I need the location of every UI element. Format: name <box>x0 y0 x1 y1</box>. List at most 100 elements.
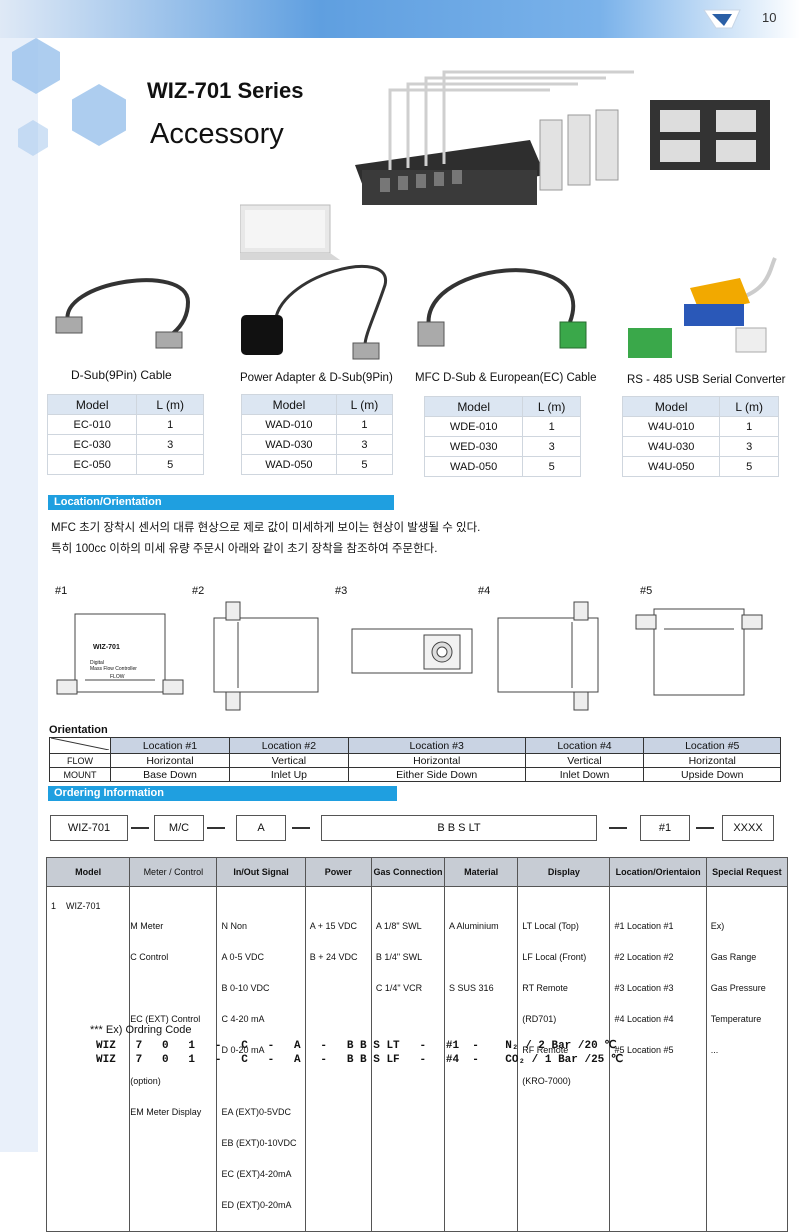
table-cell: 5 <box>522 456 581 477</box>
position-label: #2 <box>192 585 205 597</box>
row-header: MOUNT <box>49 767 111 782</box>
option-line: (KRO-7000) <box>522 1076 571 1086</box>
option-line: EB (EXT)0-10VDC <box>221 1138 297 1148</box>
product-caption: D-Sub(9Pin) Cable <box>71 368 172 382</box>
option-line: EC (EXT)4-20mA <box>221 1169 292 1179</box>
column-header: Display <box>517 857 611 887</box>
table-cell: 1 <box>136 414 204 435</box>
special-request-column: Ex) Gas Range Gas Pressure Temperature .… <box>705 886 789 1232</box>
dsub-cable-image <box>48 262 198 358</box>
device-drawing-3 <box>350 625 475 677</box>
device-drawing-2 <box>208 600 328 712</box>
option-line: D 0-20 mA <box>221 1045 265 1055</box>
option-line: A 0-5 VDC <box>221 952 264 962</box>
column-header: Model <box>46 394 138 415</box>
column-header: L (m) <box>522 396 581 417</box>
table-cell: WDE-010 <box>423 416 524 437</box>
option-line: C 4-20 mA <box>221 1014 265 1024</box>
position-label: #3 <box>335 585 348 597</box>
option-line: #5 Location #5 <box>614 1045 674 1055</box>
example-code-line: WIZ 7 0 1 - C - A - B B S LT - #1 - N₂ /… <box>96 1040 617 1052</box>
option-line <box>130 983 216 994</box>
table-cell: Inlet Up <box>228 767 349 782</box>
code-separator <box>696 827 714 829</box>
position-label: #4 <box>478 585 491 597</box>
column-header: Model <box>423 396 524 417</box>
option-line: #3 Location #3 <box>614 983 674 993</box>
position-label: #1 <box>55 585 68 597</box>
table-cell: Horizontal <box>643 753 781 768</box>
section-bar-ordering: Ordering Information <box>48 786 397 801</box>
system-illustration <box>232 60 780 260</box>
usb-serial-converter-image <box>620 248 780 368</box>
option-line: N Non <box>221 921 247 931</box>
page-number: 10 <box>762 10 777 25</box>
location-column: #1 Location #1 #2 Location #2 #3 Locatio… <box>609 886 707 1232</box>
table-cell: 1 <box>522 416 581 437</box>
table-cell: W4U-030 <box>621 436 721 457</box>
option-line: Gas Pressure <box>710 983 766 993</box>
option-line: LT Local (Top) <box>522 921 579 931</box>
code-separator <box>207 827 225 829</box>
option-line: #4 Location #4 <box>614 1014 674 1024</box>
device-label: FLOW <box>110 674 125 680</box>
column-header: Power <box>304 857 372 887</box>
power-adapter-image <box>235 255 395 365</box>
header-band <box>0 0 800 38</box>
option-line <box>221 1076 304 1087</box>
option-line: A Aluminium <box>449 921 499 931</box>
orientation-table: Location #1 Location #2 Location #3 Loca… <box>49 737 781 782</box>
table-cell: WAD-010 <box>241 414 337 435</box>
table-cell: W4U-050 <box>621 456 721 477</box>
example-label: *** Ex) Ordring Code <box>90 1024 192 1036</box>
option-line: EM Meter Display <box>130 1107 202 1117</box>
column-header: Model <box>45 857 131 887</box>
product-caption: MFC D-Sub & European(EC) Cable <box>415 372 597 384</box>
code-separator <box>131 827 149 829</box>
column-header: L (m) <box>136 394 204 415</box>
option-line: ... <box>710 1045 719 1055</box>
section-bar-location: Location/Orientation <box>48 495 394 510</box>
option-line <box>449 952 517 963</box>
device-drawing-4 <box>494 600 604 712</box>
option-line: A 1/8" SWL <box>375 921 422 931</box>
table-cell: Vertical <box>524 753 645 768</box>
product-caption: Power Adapter & D-Sub(9Pin) <box>240 372 393 384</box>
code-box-meter-control: M/C <box>154 815 204 841</box>
note-line: MFC 초기 장착시 센서의 대류 현상으로 제로 값이 미세하게 보이는 현상… <box>51 522 481 534</box>
table-cell: Base Down <box>110 767 230 782</box>
code-box-location: #1 <box>640 815 690 841</box>
device-label: WIZ-701 <box>93 644 120 651</box>
code-box-special: XXXX <box>722 815 774 841</box>
table-cell: 5 <box>136 454 204 475</box>
column-header: Location #1 <box>110 737 230 754</box>
option-line: Ex) <box>710 921 725 931</box>
option-line: C 1/4" VCR <box>375 983 423 993</box>
table-cell: WAD-050 <box>241 454 337 475</box>
code-box-model: WIZ-701 <box>50 815 128 841</box>
table-cell: 1 <box>335 414 394 435</box>
option-line: B 0-10 VDC <box>221 983 270 993</box>
option-line: B + 24 VDC <box>309 952 358 962</box>
table-cell: 5 <box>335 454 394 475</box>
orientation-label: Orientation <box>49 724 108 736</box>
code-box-signal: A <box>236 815 286 841</box>
table-cell: WAD-050 <box>423 456 524 477</box>
column-header <box>49 737 111 754</box>
table-cell: 3 <box>522 436 581 457</box>
option-line: A + 15 VDC <box>309 921 357 931</box>
column-header: Location/Orientaion <box>609 857 707 887</box>
option-line: LF Local (Front) <box>522 952 587 962</box>
option-line: ED (EXT)0-20mA <box>221 1200 292 1210</box>
column-header: Gas Connection <box>370 857 446 887</box>
table-cell: 5 <box>719 456 779 477</box>
column-header: Location #5 <box>643 737 781 754</box>
option-line: EC (EXT) Control <box>130 1014 201 1024</box>
column-header: Location #2 <box>228 737 349 754</box>
code-separator <box>292 827 310 829</box>
table-cell: Upside Down <box>643 767 781 782</box>
device-label: Mass Flow Controller <box>90 666 137 672</box>
